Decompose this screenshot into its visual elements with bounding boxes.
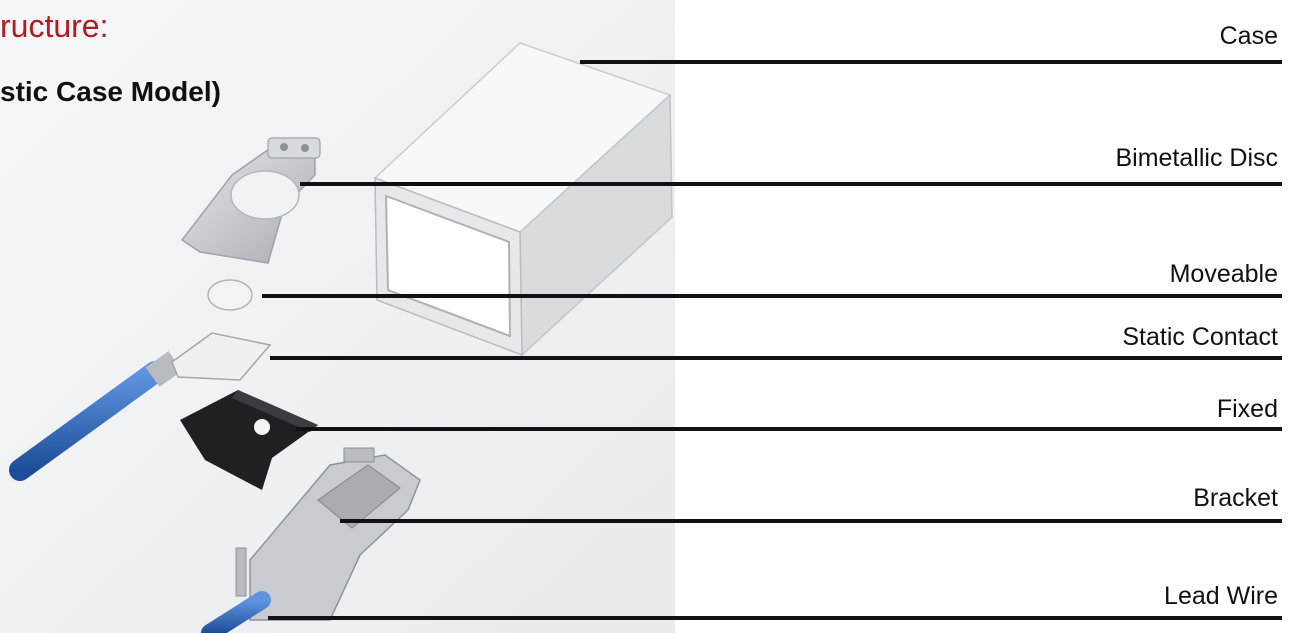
moveable-contact-icon [208,280,252,310]
leader-line [580,60,1282,64]
part-label-text: Bimetallic Disc [1115,146,1278,171]
part-label-text: Case [1220,24,1278,49]
leader-line [270,356,1282,360]
page-title: ructure: [0,8,108,45]
leader-line [296,427,1282,431]
leader-line [300,182,1282,186]
leader-line [268,616,1282,620]
part-label-text: Lead Wire [1164,584,1278,609]
part-label-text: Static Contact [1122,325,1278,350]
leader-line [340,519,1282,523]
page-subtitle: stic Case Model) [0,76,221,108]
part-label-text: Bracket [1193,486,1278,511]
part-label-text: Moveable [1170,262,1278,287]
part-label-text: Fixed [1217,397,1278,422]
leader-line [262,294,1282,298]
